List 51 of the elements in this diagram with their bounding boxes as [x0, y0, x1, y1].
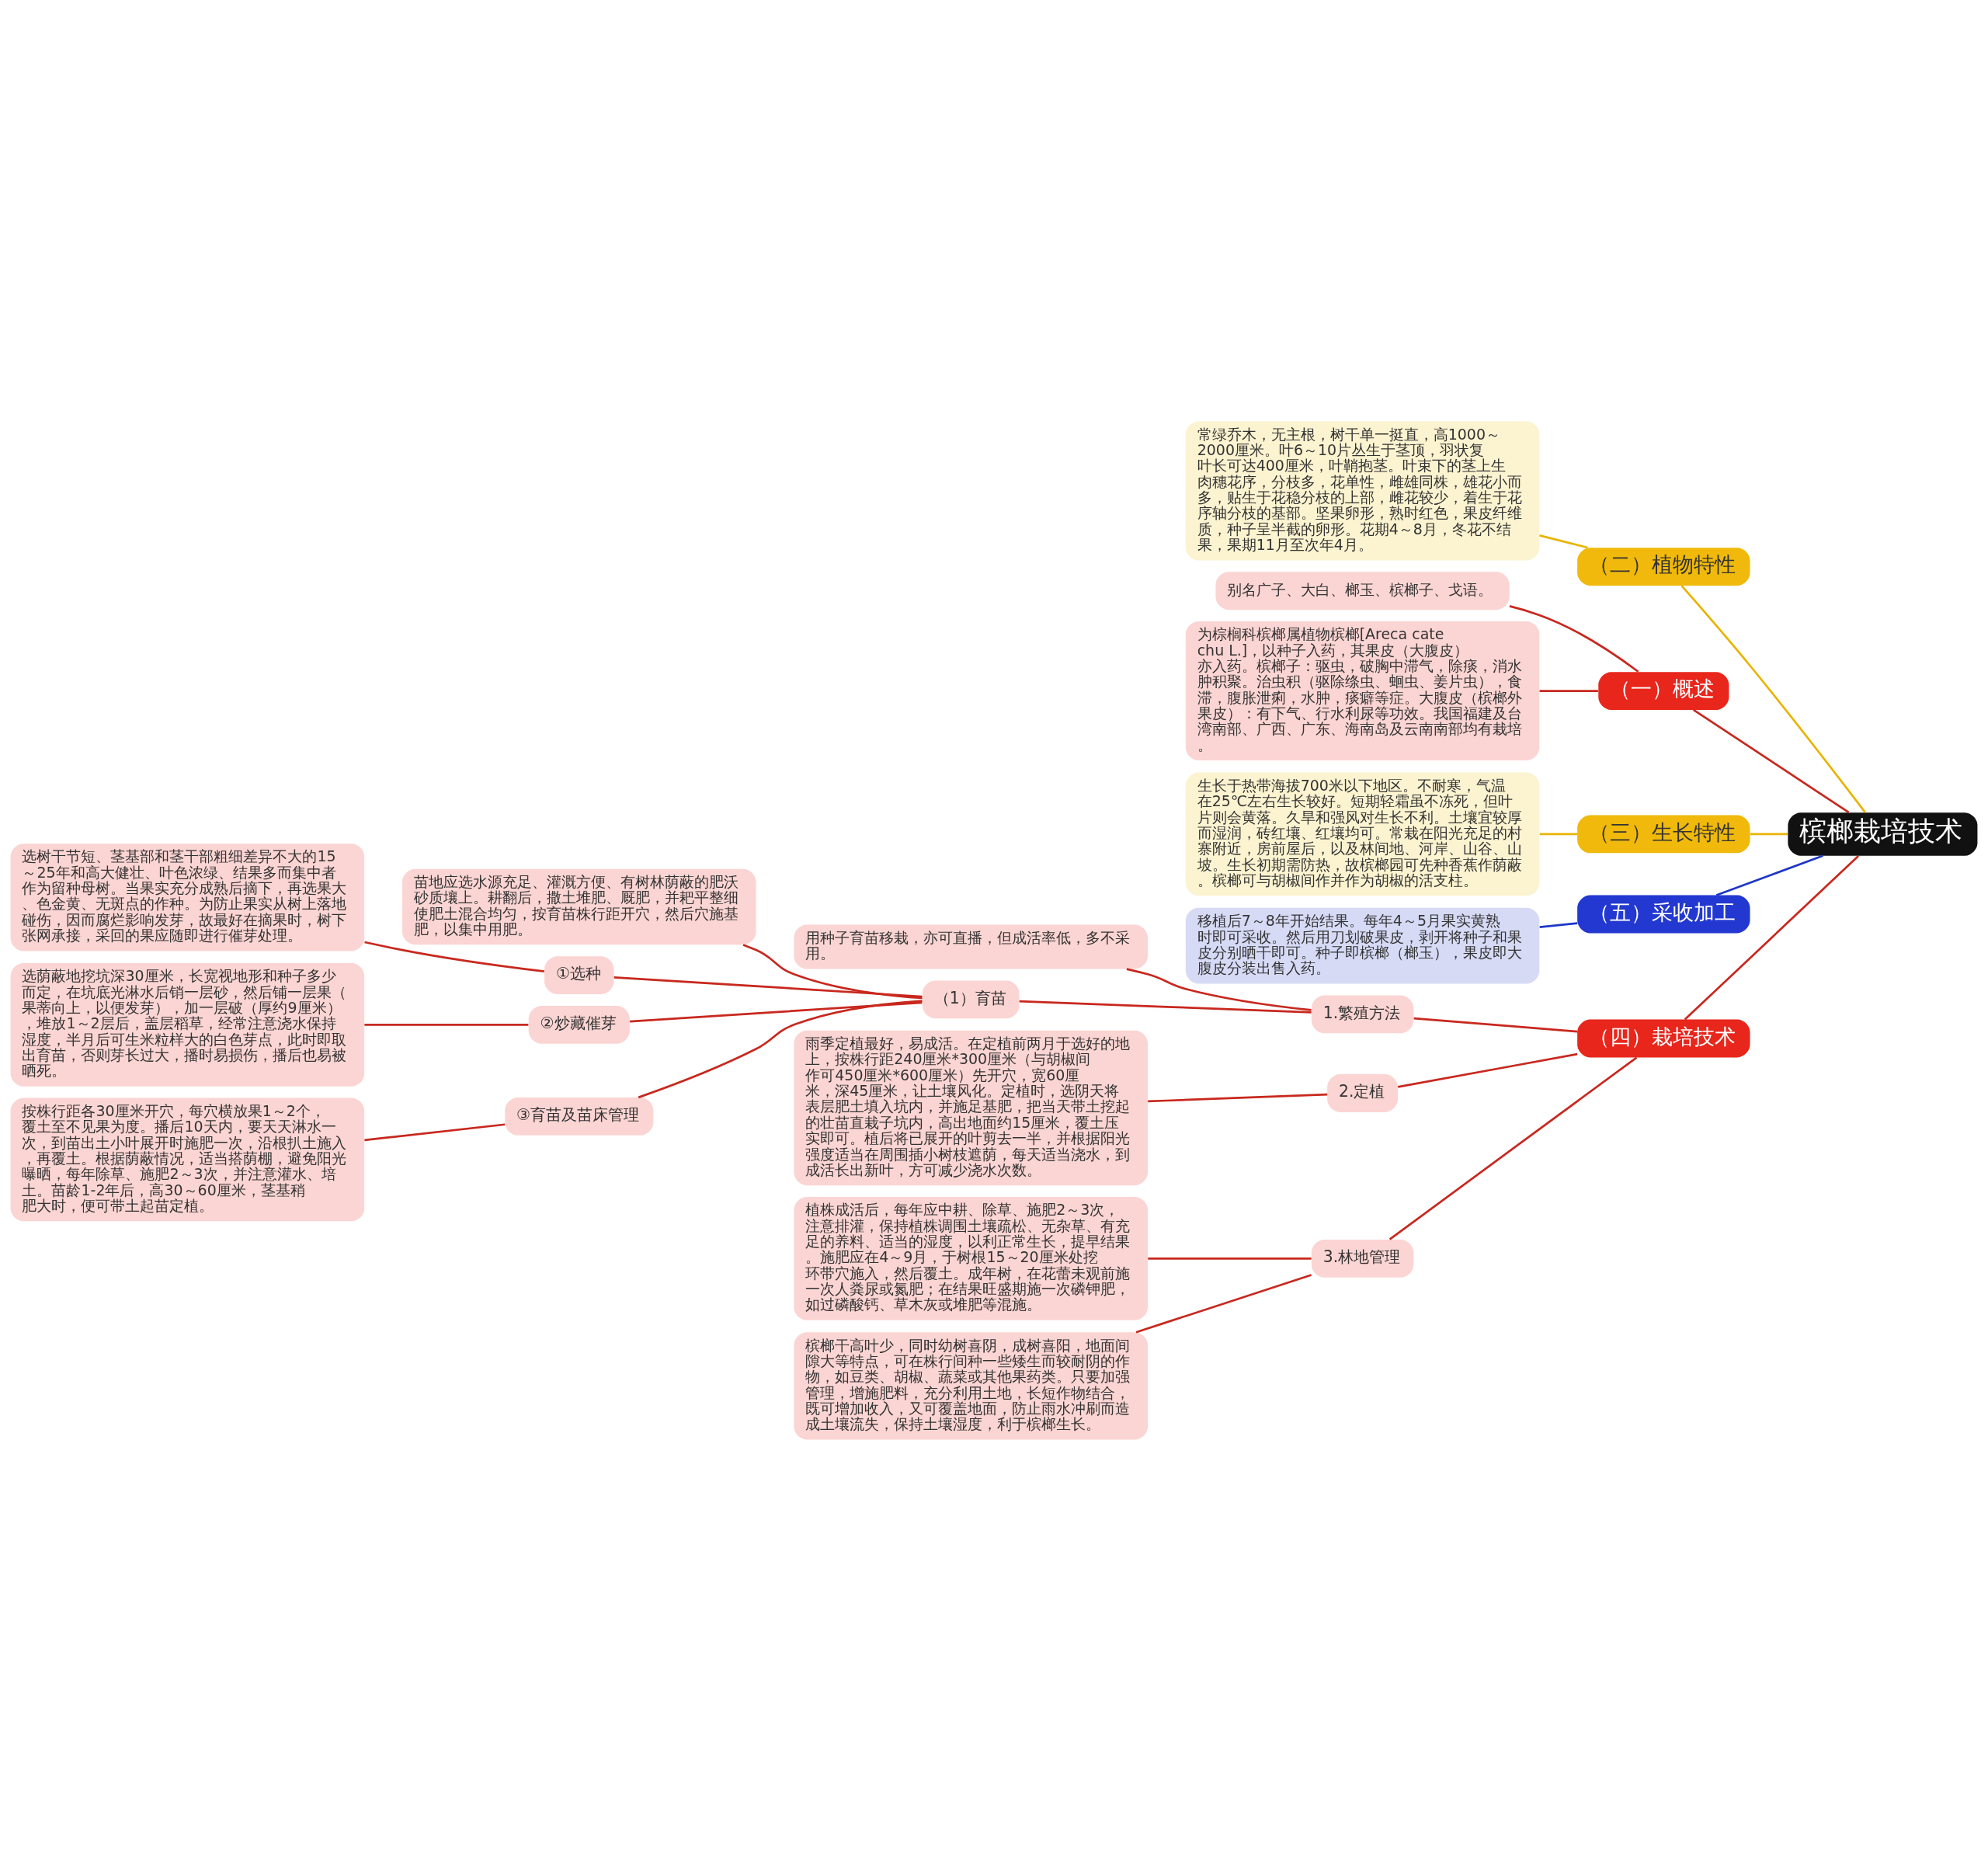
connector	[1539, 922, 1578, 929]
connector	[1148, 1257, 1312, 1260]
connector	[1539, 833, 1578, 836]
node-box: （五）采收加工	[1577, 895, 1750, 934]
node-box: 植株成活后，每年应中耕、除草、施肥2～3次，注意排灌，保持植株调围土壤疏松、无杂草、有充足的养料、适当的湿度，以利正常生长，提早结果。施肥应在4～9月，于树根15～20厘米处挖环带穴施入，然后覆土。成年树，在花蕾未观前施一次人粪尿或氮肥；在结果旺盛期施一次磷钾肥，如过磷酸钙、草木灰或堆肥等混施。	[794, 1197, 1148, 1320]
connector	[1539, 534, 1588, 549]
node-box: 移植后7～8年开始结果。每年4～5月果实黄熟时即可采收。然后用刀划破果皮，剥开将种子和果皮分别晒干即可。种子即槟榔（榔玉），果皮即大腹皮分装出售入药。	[1185, 907, 1540, 984]
connector	[638, 1000, 923, 1099]
connector	[1539, 690, 1598, 692]
node-box: （一）概述	[1598, 672, 1729, 710]
node-box: （四）栽培技术	[1577, 1019, 1750, 1058]
connector	[1148, 1093, 1328, 1103]
node-box: 选树干节短、茎基部和茎干部粗细差异不大的15～25年和高大健壮、叶色浓绿、结果多而集中者作为留种母树。当果实充分成熟后摘下，再选果大、色金黄、无斑点的作种。为防止果实从树上落地碰伤，因而腐烂影响发芽，故最好在摘果时，树下张网承接，采回的果应随即进行催芽处理。	[10, 844, 365, 951]
connector	[1715, 854, 1823, 896]
node-box: 槟榔栽培技术	[1788, 812, 1978, 856]
node-box: 1.繁殖方法	[1311, 995, 1414, 1034]
node-box: 苗地应选水源充足、灌溉方便、有树林荫蔽的肥沃砂质壤上。耕翻后，撒土堆肥、厩肥，并耙平整细使肥土混合均匀，按育苗株行距开穴，然后穴施基肥，以集中用肥。	[402, 868, 756, 945]
node-box: 选荫蔽地挖坑深30厘米，长宽视地形和种子多少而定，在坑底光淋水后销一层砂，然后铺一层果（果蒂向上，以便发芽），加一层破（厚约9厘米），堆放1～2层后，盖层稻草，经常注意浇水保持湿度，半月后可生米粒样大的白色芽点，此时即取出育苗，否则芽长过大，播时易损伤，播后也易被晒死。	[10, 963, 365, 1087]
connector	[1413, 1017, 1578, 1033]
node-box: ②炒藏催芽	[528, 1005, 630, 1044]
connector	[364, 1024, 529, 1026]
connector	[1750, 833, 1788, 836]
connector	[364, 941, 544, 972]
connector	[1019, 1000, 1312, 1014]
node-box: 生长于热带海拔700米以下地区。不耐寒，气温在25℃左右生长较好。短期轻霜虽不冻死，但叶片则会黄落。久旱和强风对生长不利。土壤宜较厚而湿润，砖红壤、红壤均可。常栽在阳光充足的村寨附近，房前屋后，以及林间地、河岸、山谷、山坡。生长初期需防热，故槟榔园可先种香蕉作荫蔽。槟榔可与胡椒间作并作为胡椒的活支柱。	[1185, 772, 1540, 896]
node-box: 为棕榈科槟榔属植物槟榔[Areca catechu L.]，以种子入药，其果皮（大腹皮）亦入药。槟榔子：驱虫，破胸中滞气，除痰，消水肿积聚。治虫积（驱除绦虫、蛔虫、姜片虫），食滞，腹胀泄痢，水肿，痰癖等症。大腹皮（槟榔外果皮）：有下气、行水利尿等功效。我国福建及台湾南部、广西、广东、海南岛及云南南部均有栽培。	[1185, 621, 1540, 760]
node-box: （1）育苗	[922, 980, 1020, 1019]
connector	[613, 976, 923, 998]
node-box: （二）植物特性	[1577, 548, 1750, 586]
node-box: （三）生长特性	[1577, 815, 1750, 854]
connector	[1684, 855, 1860, 1021]
node-box: 槟榔干高叶少，同时幼树喜阴，成树喜阳，地面间隙大等特点，可在株行间种一些矮生而较耐阴的作物，如豆类、胡椒、蔬菜或其他果药类。只要加强管理，增施肥料，充分利用土地，长短作物结合，既可增加收入，又可覆盖地面，防止雨水冲刷而造成土壤流失，保持土壤湿度，利于槟榔生长。	[794, 1332, 1148, 1440]
connector	[1692, 708, 1850, 814]
node-box: ①选种	[544, 956, 614, 995]
connector	[1397, 1052, 1578, 1088]
connector	[742, 944, 923, 1000]
node-box: 3.林地管理	[1311, 1239, 1414, 1278]
node-box: 别名广子、大白、榔玉、槟榔子、戈语。	[1215, 572, 1510, 610]
node-box: ③育苗及苗床管理	[505, 1097, 654, 1136]
connector	[1388, 1056, 1638, 1240]
connector	[630, 1001, 923, 1023]
connector	[1509, 605, 1639, 673]
connector	[364, 1123, 506, 1142]
node-box: 用种子育苗移栽，亦可直播，但成活率低，多不采用。	[794, 924, 1148, 969]
connector	[1680, 585, 1866, 813]
node-box: 常绿乔木，无主根，树干单一挺直，高1000～2000厘米。叶6～10片丛生于茎顶，羽状复叶长可达400厘米，叶鞘抱茎。叶束下的茎上生肉穗花序，分枝多，花单性，雌雄同株，雄花小而多，贴生于花稳分枝的上部，雌花较少，着生于花序轴分枝的基部。坚果卵形，熟时红色，果皮纤维质，种子呈半截的卵形。花期4～8月，冬花不结果，果期11月至次年4月。	[1185, 421, 1540, 561]
node-box: 按株行距各30厘米开穴，每穴横放果1～2个，覆土至不见果为度。播后10天内，要天天淋水一次，到苗出土小叶展开时施肥一次，沿根扒土施入，再覆土。根据荫蔽情况，适当搭荫棚，避免阳光曝晒，每年除草、施肥2～3次，并注意灌水、培土。苗龄1-2年后，高30～60厘米，茎基稍肥大时，便可带土起苗定植。	[10, 1097, 365, 1222]
connector	[1135, 1274, 1312, 1334]
node-box: 2.定植	[1327, 1074, 1398, 1112]
connector	[1126, 968, 1312, 1011]
node-box: 雨季定植最好，易成活。在定植前两月于选好的地上，按株行距240厘米*300厘米（与胡椒间作可450厘米*600厘米）先开穴，宽60厘米，深45厘米，让土壤风化。定植时，选阴天将表层肥土填入坑内，并施足基肥，把当天带土挖起的壮苗直栽子坑内，高出地面约15厘米，覆土压实即可。植后将已展开的叶剪去一半，并根据阳光强度适当在周围插小树枝遮荫，每天适当浇水，到成活长出新叶，方可减少浇水次数。	[794, 1030, 1148, 1186]
